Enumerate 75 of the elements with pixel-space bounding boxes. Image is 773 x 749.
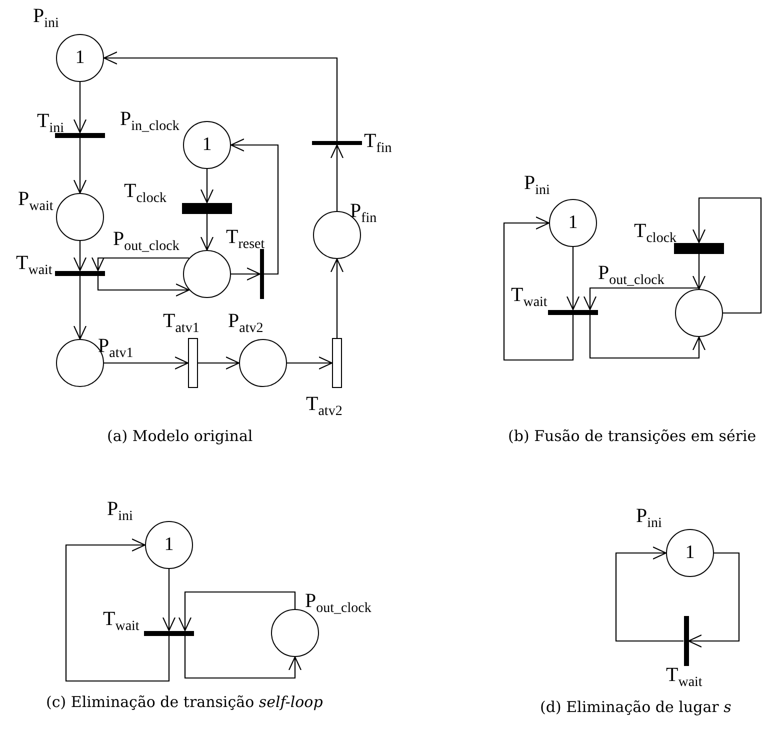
transition-label: T$_{wait}$ (103, 608, 140, 636)
transition-label: T$_{clock}$ (634, 220, 677, 248)
place-circle-with-token: 1 (183, 121, 231, 169)
transition-label: T$_{wait}$ (16, 252, 52, 280)
arc-arrow (91, 256, 189, 272)
arc-arrow (231, 267, 261, 281)
arc-arrow (330, 258, 344, 338)
transition-bar (55, 270, 105, 276)
transition-bar (674, 242, 724, 254)
arc-arrow (200, 214, 214, 251)
place-label: P$_{ini}$ (636, 505, 662, 533)
arc-arrow (73, 241, 87, 272)
arc-arrow (692, 197, 762, 314)
place-circle (56, 193, 104, 241)
caption: (d) Eliminação de lugar s (540, 698, 732, 716)
place-label: P$_{fin}$ (350, 200, 377, 228)
caption: (b) Fusão de transições em série (508, 427, 756, 445)
transition-label: T$_{wait}$ (666, 664, 702, 692)
arc-arrow (73, 138, 87, 194)
transition-label: T$_{wait}$ (511, 284, 548, 312)
arc-arrow (330, 144, 344, 211)
place-label: P$_{atv1}$ (98, 335, 134, 363)
transition-bar (312, 141, 362, 145)
arc-arrow (688, 552, 740, 648)
transition-label: T$_{reset}$ (226, 226, 265, 254)
transition-label: T$_{ini}$ (37, 110, 64, 138)
arc-arrow (589, 314, 706, 359)
transition-label: T$_{clock}$ (124, 180, 167, 208)
place-label: P$_{ini}$ (524, 172, 550, 200)
transition-label: T$_{atv1}$ (163, 310, 200, 338)
transition-bar (548, 310, 598, 314)
arc-arrow (566, 247, 580, 310)
arc-arrow (692, 254, 706, 290)
caption: (c) Eliminação de transição self-loop (46, 693, 323, 711)
transition-bar (684, 616, 688, 666)
place-label: P$_{out_clock}$ (598, 262, 664, 290)
arc-arrow (287, 356, 333, 370)
place-circle-with-token: 1 (666, 529, 714, 577)
place-label: P$_{ini}$ (107, 498, 133, 526)
transition-rect (188, 338, 198, 388)
place-circle-with-token: 1 (56, 34, 104, 82)
caption: (a) Modelo original (107, 427, 253, 445)
arc-arrow (73, 276, 87, 340)
transition-label: T$_{atv2}$ (306, 393, 342, 421)
arc-arrow (230, 138, 279, 275)
transition-bar (260, 249, 264, 299)
transition-bar (182, 202, 232, 214)
place-label: P$_{atv2}$ (228, 310, 264, 338)
place-circle-with-token: 1 (549, 199, 597, 247)
arc-arrow (503, 216, 574, 361)
arc-arrow (583, 287, 699, 310)
arc-arrow (184, 636, 302, 679)
arc-arrow (200, 169, 214, 204)
arc-arrow (615, 546, 684, 642)
place-circle-with-token: 1 (145, 521, 193, 569)
arc-arrow (198, 356, 240, 370)
place-label: P$_{in_clock}$ (120, 108, 180, 136)
place-circle (183, 250, 231, 298)
place-circle (675, 289, 723, 337)
transition-bar (144, 630, 194, 636)
place-label: P$_{out_clock}$ (305, 590, 372, 618)
arc-arrow (97, 276, 190, 297)
arc-arrow (104, 356, 189, 370)
arc-arrow (162, 569, 176, 632)
transition-bar (55, 132, 105, 138)
arc-arrow (65, 538, 170, 682)
place-circle (239, 339, 287, 387)
arc-arrow (178, 591, 296, 632)
place-label: P$_{wait}$ (18, 188, 54, 216)
arc-arrow (73, 82, 87, 134)
place-label: P$_{out_clock}$ (113, 228, 180, 256)
arc-arrow (103, 51, 338, 141)
transition-rect (332, 338, 342, 388)
place-label: P$_{ini}$ (33, 5, 59, 33)
transition-label: T$_{fin}$ (364, 130, 392, 158)
